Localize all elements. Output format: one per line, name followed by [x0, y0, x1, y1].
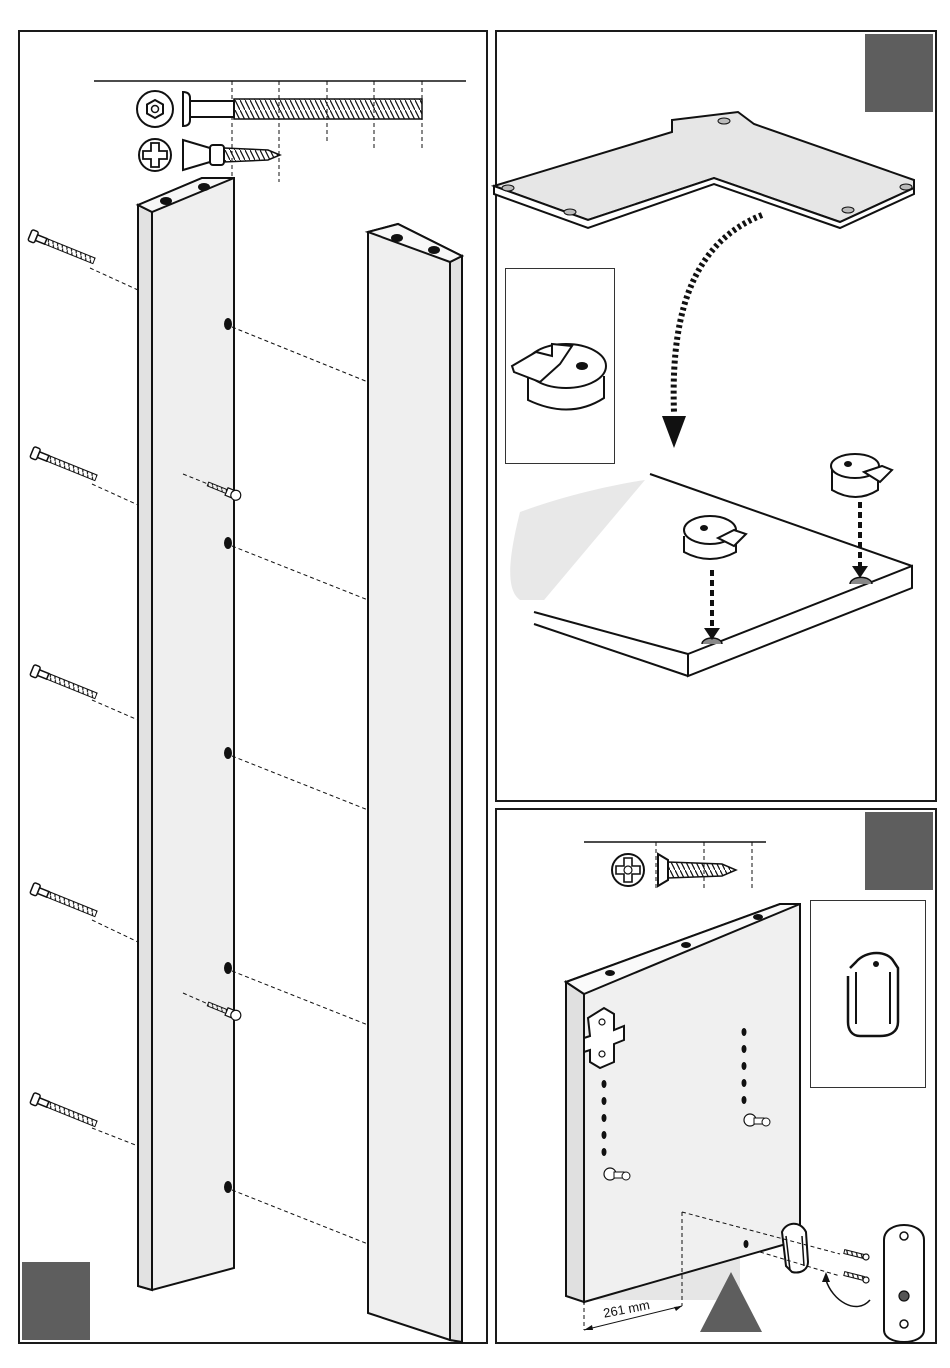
clip-detail [848, 953, 898, 1036]
confirmat-screw-icon [183, 92, 422, 126]
insertion-arrow-head [662, 416, 686, 448]
insertion-arrow-path [674, 215, 762, 412]
cam-fitting-detail [512, 344, 606, 410]
cam-fitting-2 [831, 454, 892, 497]
screw-legend-bottom [584, 842, 766, 888]
side-board-left [138, 178, 234, 1290]
side-board-right [368, 224, 462, 1342]
pozidriv-icon [612, 854, 644, 886]
corner-top-board [494, 112, 914, 228]
confirmat-screws [28, 229, 98, 1129]
clip-on-door [782, 1224, 808, 1273]
small-screws-clip [844, 1250, 869, 1283]
phillips-icon [139, 139, 171, 171]
screw-legend-left [94, 81, 466, 182]
clip-rotation-detail [822, 1225, 924, 1342]
short-screw-icon [658, 854, 736, 886]
door-board [566, 904, 800, 1302]
hex-socket-icon [137, 91, 173, 127]
